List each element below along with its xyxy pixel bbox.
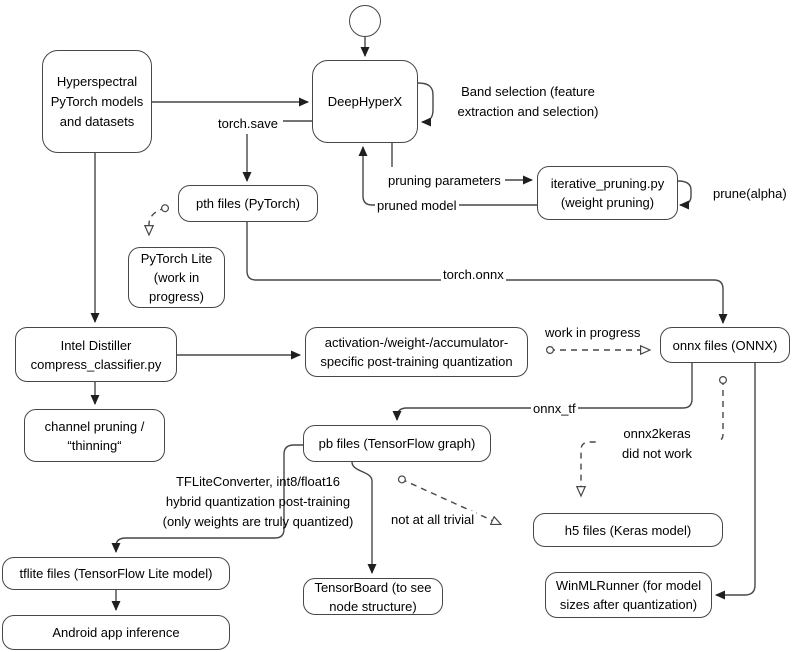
node-android-inference: Android app inference	[2, 615, 230, 650]
node-onnx-files: onnx files (ONNX)	[660, 327, 790, 363]
label-work-in-progress: work in progress	[545, 325, 641, 340]
node-hyperspectral: Hyperspectral PyTorch models and dataset…	[42, 50, 152, 153]
label-pruned-model: pruned model	[375, 197, 459, 214]
node-winmlrunner: WinMLRunner (for model sizes after quant…	[545, 572, 712, 618]
node-intel-distiller: Intel Distiller compress_classifier.py	[15, 327, 177, 382]
label-pruning-parameters: pruning parameters	[386, 172, 503, 189]
edge-pb-to-tensorboard	[351, 461, 377, 574]
node-channel-pruning: channel pruning / “thinning“	[24, 409, 165, 462]
label-onnx-tf: onnx_tf	[531, 400, 578, 417]
edge-pb-to-tflite	[111, 444, 303, 553]
edge-prune-alpha-selfloop	[677, 180, 692, 210]
node-tensorboard: TensorBoard (to see node structure)	[303, 578, 443, 615]
edge-pruned-model-to-deephyperx	[358, 146, 537, 206]
label-torch-onnx: torch.onnx	[441, 266, 506, 283]
label-prune-alpha: prune(alpha)	[713, 186, 787, 201]
node-activation-quantization: activation-/weight-/accumulator- specifi…	[305, 327, 528, 377]
edge-pth-to-pytorchlite-dashed	[149, 208, 166, 234]
node-h5-files: h5 files (Keras model)	[533, 513, 723, 547]
edge-band-selection-selfloop	[417, 82, 434, 127]
edge-not-trivial-dashed	[401, 479, 500, 524]
node-pytorch-lite: PyTorch Lite (work in progress)	[128, 247, 225, 308]
node-iterative-pruning: iterative_pruning.py (weight pruning)	[537, 166, 678, 220]
edge-onnx2keras-dashed	[581, 379, 723, 495]
label-band-selection: Band selection (feature extraction and s…	[457, 84, 599, 119]
node-tflite-files: tflite files (TensorFlow Lite model)	[2, 557, 230, 590]
start-state-circle	[349, 5, 381, 37]
edge-onnx-to-winml	[715, 363, 756, 600]
label-torch-save: torch.save	[218, 116, 278, 131]
label-onnx2keras: onnx2keras did not work	[597, 424, 717, 464]
node-pth-files: pth files (PyTorch)	[178, 185, 318, 222]
label-tflite-note: TFLiteConverter, int8/float16 hybrid qua…	[162, 474, 354, 529]
node-deephyperx: DeepHyperX	[312, 60, 418, 143]
node-pb-files: pb files (TensorFlow graph)	[303, 425, 491, 462]
